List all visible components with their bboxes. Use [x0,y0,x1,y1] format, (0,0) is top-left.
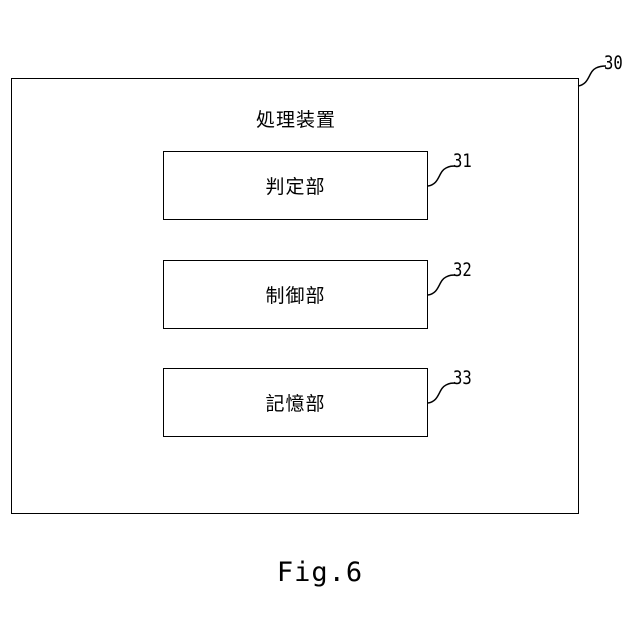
storage-unit-label: 記憶部 [265,389,325,416]
determination-unit-reference-numeral: 31 [453,152,472,171]
control-unit-reference-numeral: 32 [453,261,472,280]
control-unit-box: 制御部 [163,260,428,329]
determination-unit-label: 判定部 [265,172,325,199]
storage-unit-reference-numeral: 33 [453,369,472,388]
device-title: 処理装置 [12,105,580,132]
control-unit-label: 制御部 [265,281,325,308]
determination-unit-box: 判定部 [163,151,428,220]
storage-unit-box: 記憶部 [163,368,428,437]
leader-line-device [578,66,606,86]
device-reference-numeral: 30 [604,54,623,73]
figure-caption: Fig.6 [0,557,640,588]
